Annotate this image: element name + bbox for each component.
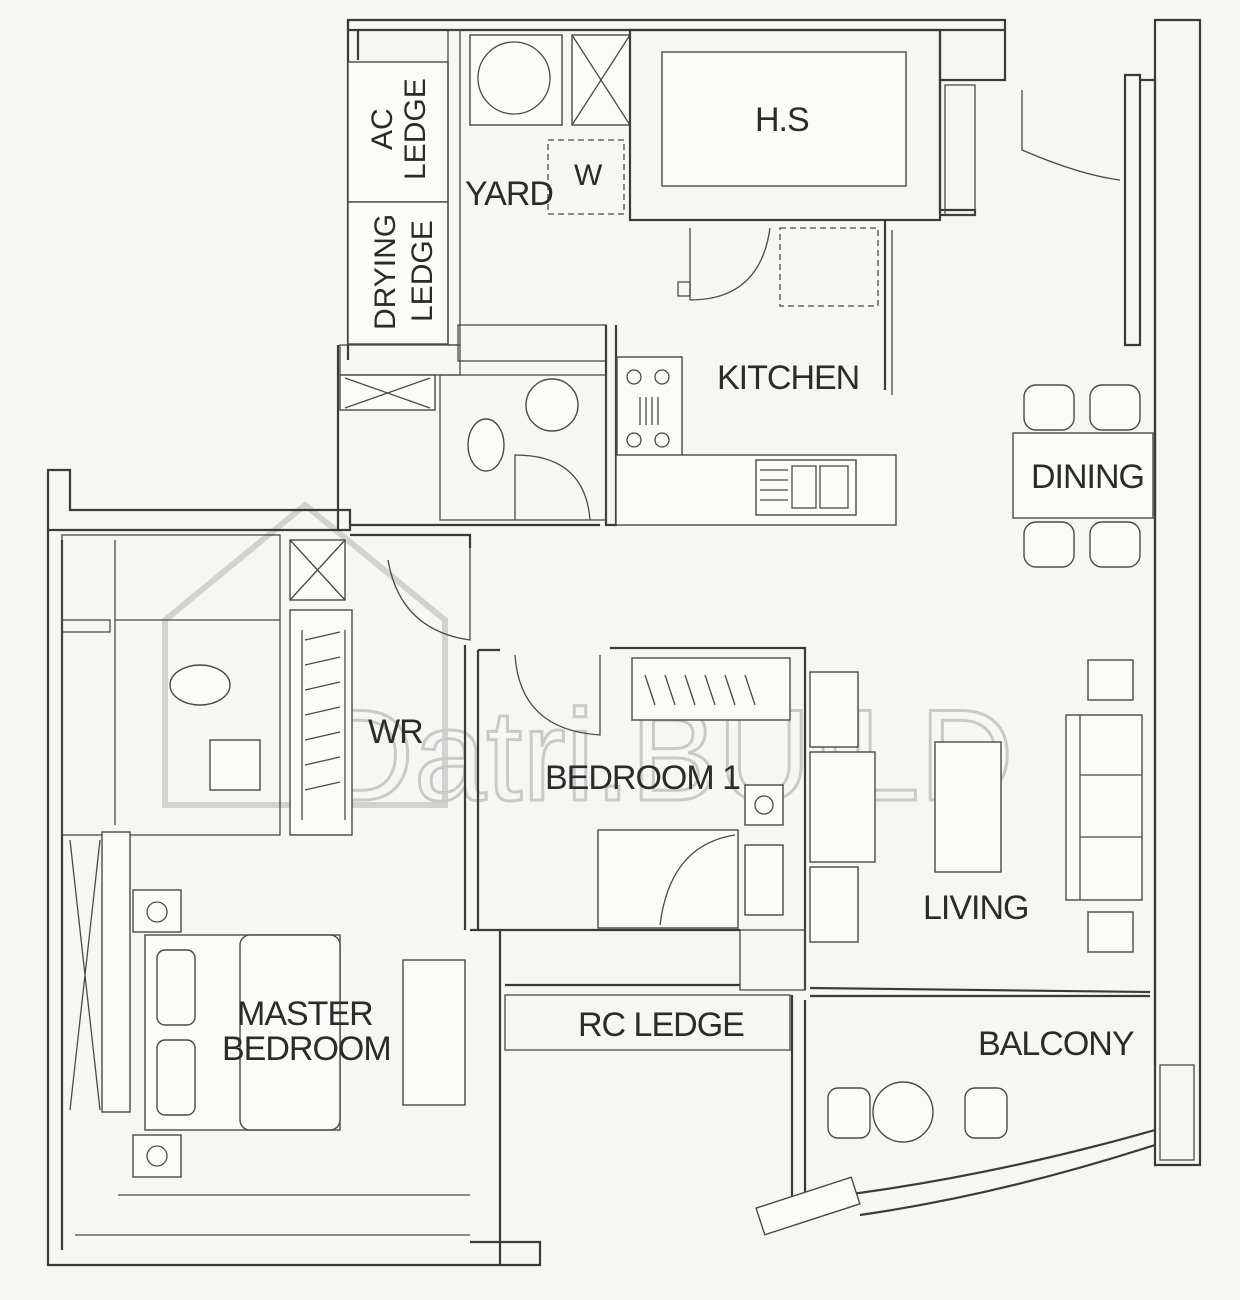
fridge xyxy=(779,227,879,307)
side-table-1 xyxy=(1087,659,1134,701)
balcony-table xyxy=(872,1081,934,1143)
label-washer: W xyxy=(574,159,603,192)
label-balcony: BALCONY xyxy=(978,1025,1134,1063)
household-shelter xyxy=(628,28,942,222)
label-wr: WR xyxy=(368,713,423,751)
label-drying-ledge: LEDGE xyxy=(406,220,439,322)
label-hs: H.S xyxy=(755,101,809,139)
label-living: LIVING xyxy=(923,889,1028,927)
rc-ledge xyxy=(504,994,791,1051)
main-door xyxy=(1021,90,1121,181)
bedroom1-wardrobe xyxy=(631,657,791,721)
drying-ledge xyxy=(347,201,449,345)
label-ac: AC xyxy=(366,108,399,150)
side-table-2 xyxy=(1087,911,1134,953)
basin xyxy=(525,378,579,432)
water-heater xyxy=(469,34,563,126)
master-bedroom-area xyxy=(69,831,470,1236)
bedside-table-1 xyxy=(132,889,182,933)
label-bedroom1: BEDROOM 1 xyxy=(545,759,740,797)
label-rc-ledge: RC LEDGE xyxy=(578,1006,744,1044)
dining-table xyxy=(1012,432,1154,519)
bedroom1-area xyxy=(476,646,807,991)
kitchen-door xyxy=(689,227,771,301)
label-drying: DRYING xyxy=(369,214,402,330)
wr-door xyxy=(387,545,471,641)
label-ac-ledge: LEDGE xyxy=(399,78,432,180)
living-chair-1 xyxy=(809,671,859,748)
bedroom1-bed xyxy=(597,829,739,929)
dining-area xyxy=(1012,90,1154,568)
kitchen-area xyxy=(457,220,897,527)
bedroom1-door xyxy=(514,654,601,736)
wardrobe xyxy=(289,609,353,836)
sofa xyxy=(1065,714,1143,901)
living-area xyxy=(809,659,1151,998)
room-labels: H.S AC LEDGE DRYING LEDGE YARD W KITCHEN… xyxy=(222,78,1145,1068)
bath-door xyxy=(514,454,591,521)
master-dresser xyxy=(402,959,466,1106)
label-master: MASTER xyxy=(237,995,373,1033)
coffee-table xyxy=(934,741,1002,873)
service-area xyxy=(339,28,976,376)
kitchen-sink xyxy=(755,459,857,516)
living-chair-2 xyxy=(809,751,876,863)
bedroom1-door-2 xyxy=(659,834,736,926)
common-bath xyxy=(339,374,607,527)
ledge-balcony xyxy=(504,994,1195,1236)
label-master-bedroom: BEDROOM xyxy=(222,1030,391,1068)
label-kitchen: KITCHEN xyxy=(717,359,859,397)
ac-ledge xyxy=(347,61,449,203)
master-basin xyxy=(209,739,261,791)
master-bath xyxy=(61,533,472,930)
bedside-table-2 xyxy=(132,1134,182,1178)
master-toilet xyxy=(169,664,231,706)
balcony-ac xyxy=(755,1176,861,1236)
label-dining: DINING xyxy=(1031,458,1144,496)
washer xyxy=(547,139,625,215)
label-yard: YARD xyxy=(465,175,553,213)
toilet xyxy=(467,418,505,472)
